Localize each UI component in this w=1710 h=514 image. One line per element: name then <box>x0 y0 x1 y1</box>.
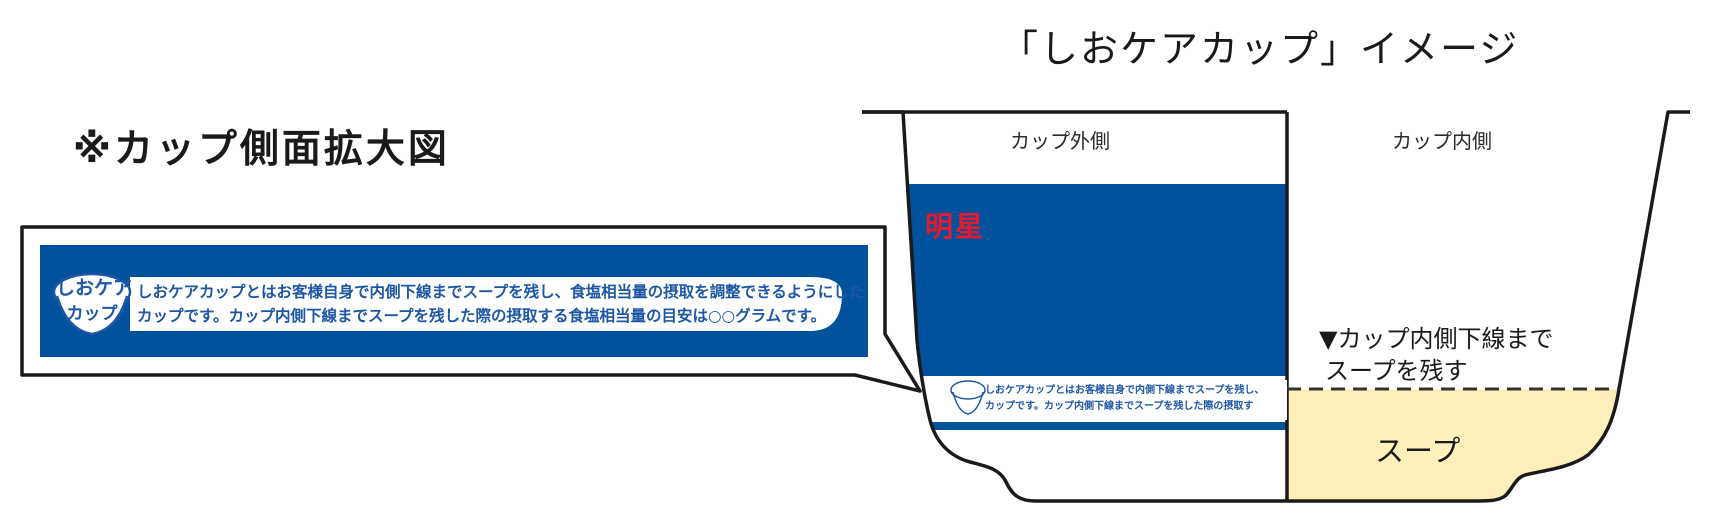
cup-band-text-line2: カップです。カップ内側下線までスープを残した際の摂取す <box>985 401 1254 412</box>
callout-logo-label-bottom: カップ <box>66 304 118 324</box>
callout-white-pill <box>130 277 842 331</box>
cup-band-text-line1: しおケアカップとはお客様自身で内側下線までスープを残し、 <box>985 385 1265 396</box>
soup-fill <box>1287 389 1619 501</box>
cup-outline-right <box>1287 110 1690 503</box>
cup-inner-side-label: カップ内側 <box>1392 129 1492 153</box>
soup-line-note: ▼カップ内側下線まで スープを残す <box>1319 323 1553 387</box>
soup-line-note-line2: スープを残す <box>1325 357 1468 385</box>
outer-blue-band <box>903 184 1287 372</box>
brand-logo-text: 明星 <box>925 210 986 243</box>
cup-band-logo-icon <box>950 380 986 415</box>
cup-outline-left <box>862 110 1287 503</box>
callout-logo-label-top: しおケア <box>56 277 133 299</box>
cup-band-strip <box>948 380 1287 420</box>
cup-outer-side-label: カップ外側 <box>1010 129 1110 153</box>
callout-text-line1: しおケアカップとはお客様自身で内側下線までスープを残し、食塩相当量の摂取を調整で… <box>137 283 865 301</box>
soup-label: スープ <box>1375 434 1461 468</box>
zoom-view-title: ※カップ側面拡大図 <box>73 127 450 172</box>
callout-text-line2: カップです。カップ内側下線までスープを残した際の摂取する食塩相当量の目安は○○グ… <box>137 307 827 325</box>
image-title: 「しおケアカップ」イメージ <box>1000 27 1520 71</box>
soup-line-note-line1: ▼カップ内側下線まで <box>1319 325 1554 353</box>
shiocare-cup-logo-icon <box>52 272 132 336</box>
cup-outer-side <box>903 112 1287 501</box>
